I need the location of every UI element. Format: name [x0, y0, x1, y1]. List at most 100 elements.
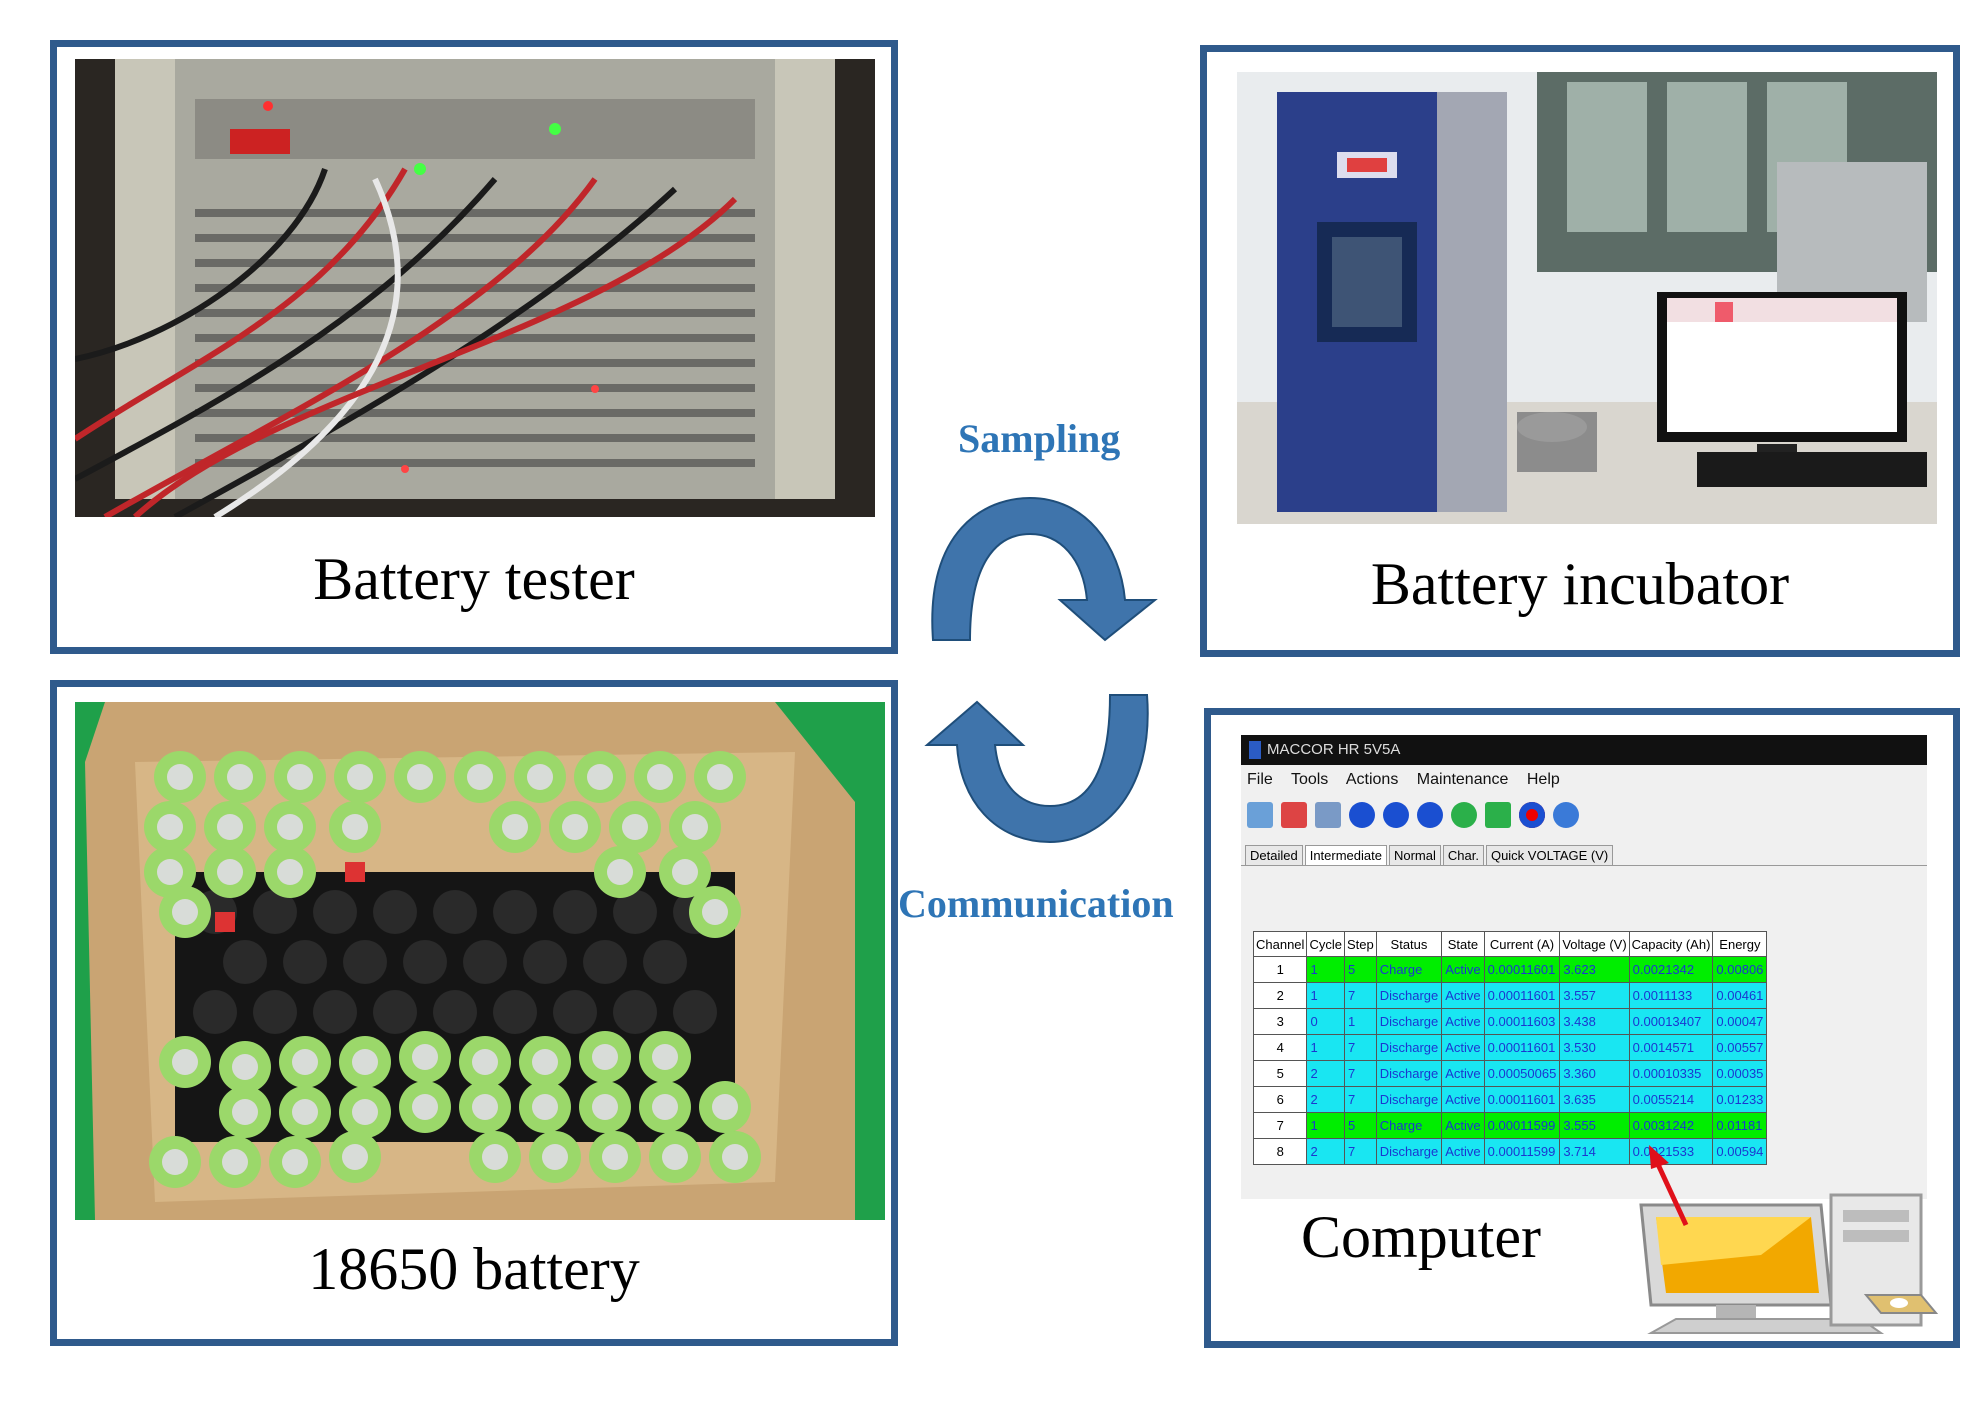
table-cell-current: 0.00011601	[1483, 982, 1561, 1009]
pause-icon[interactable]	[1383, 802, 1409, 828]
software-toolbar	[1241, 795, 1927, 835]
edit-icon[interactable]	[1247, 802, 1273, 828]
table-cell-voltage: 3.360	[1559, 1060, 1630, 1087]
table-cell-status: Discharge	[1375, 982, 1443, 1009]
menu-help[interactable]: Help	[1526, 771, 1560, 788]
sampling-arrow-icon	[931, 496, 1158, 642]
table-cell-step: 1	[1343, 1008, 1377, 1035]
graph-icon[interactable]	[1281, 802, 1307, 828]
computer-icon	[1621, 1185, 1941, 1340]
table-cell-capacity: 0.00010335	[1628, 1060, 1714, 1087]
panel-battery-tester: Battery tester	[50, 40, 898, 654]
resume-icon[interactable]	[1417, 802, 1443, 828]
table-cell-status: Discharge	[1375, 1086, 1443, 1113]
table-cell-channel: 6	[1252, 1086, 1308, 1113]
table-cell-capacity: 0.0031242	[1628, 1112, 1714, 1139]
table-cell-energy: 0.00461	[1712, 982, 1768, 1009]
menu-tools[interactable]: Tools	[1290, 771, 1329, 788]
table-cell-channel: 1	[1252, 956, 1308, 983]
table-cell-voltage: 3.714	[1559, 1138, 1630, 1165]
menu-actions[interactable]: Actions	[1345, 771, 1399, 788]
table-cell-cycle: 0	[1306, 1008, 1345, 1035]
table-cell-voltage: 3.555	[1559, 1112, 1630, 1139]
table-cell-status: Discharge	[1375, 1034, 1443, 1061]
table-cell-current: 0.00011601	[1483, 956, 1561, 983]
table-cell-channel: 3	[1252, 1008, 1308, 1035]
column-header[interactable]: State	[1441, 931, 1485, 957]
sync-icon[interactable]	[1485, 802, 1511, 828]
table-cell-state: Active	[1441, 956, 1485, 983]
table-cell-capacity: 0.00013407	[1628, 1008, 1714, 1035]
table-cell-step: 7	[1343, 1060, 1377, 1087]
table-cell-voltage: 3.635	[1559, 1086, 1630, 1113]
table-cell-energy: 0.00557	[1712, 1034, 1768, 1061]
table-cell-cycle: 1	[1306, 1112, 1345, 1139]
table-cell-voltage: 3.438	[1559, 1008, 1630, 1035]
table-cell-status: Discharge	[1375, 1138, 1443, 1165]
tab-char[interactable]: Char.	[1442, 845, 1484, 865]
table-cell-current: 0.00011603	[1483, 1008, 1561, 1035]
battery-tester-photo	[75, 59, 875, 517]
table-cell-capacity: 0.0011133	[1628, 982, 1714, 1009]
maccor-logo-icon	[1249, 741, 1261, 760]
table-cell-step: 7	[1343, 1034, 1377, 1061]
table-cell-cycle: 1	[1306, 982, 1345, 1009]
column-header[interactable]: Step	[1343, 931, 1377, 957]
table-cell-voltage: 3.530	[1559, 1034, 1630, 1061]
list-icon[interactable]	[1315, 802, 1341, 828]
18650-battery-caption: 18650 battery	[308, 1236, 640, 1302]
stop-icon[interactable]	[1519, 802, 1545, 828]
table-cell-channel: 4	[1252, 1034, 1308, 1061]
computer-caption: Computer	[1301, 1204, 1541, 1270]
tab-normal[interactable]: Normal	[1388, 845, 1441, 865]
table-cell-energy: 0.01181	[1712, 1112, 1768, 1139]
play-icon[interactable]	[1349, 802, 1375, 828]
table-cell-channel: 7	[1252, 1112, 1308, 1139]
table-cell-step: 7	[1343, 1086, 1377, 1113]
column-header[interactable]: Cycle	[1306, 931, 1345, 957]
tab-intermediate[interactable]: Intermediate	[1304, 845, 1387, 865]
table-cell-state: Active	[1441, 1008, 1485, 1035]
tab-quick-voltage[interactable]: Quick VOLTAGE (V)	[1485, 845, 1614, 865]
table-cell-channel: 2	[1252, 982, 1308, 1009]
column-header[interactable]: Channel	[1252, 931, 1308, 957]
table-cell-cycle: 2	[1306, 1086, 1345, 1113]
menu-maintenance[interactable]: Maintenance	[1416, 771, 1509, 788]
table-cell-step: 7	[1343, 1138, 1377, 1165]
column-header[interactable]: Current (A)	[1483, 931, 1561, 957]
column-header[interactable]: Capacity (Ah)	[1628, 931, 1714, 957]
table-cell-cycle: 2	[1306, 1138, 1345, 1165]
menu-file[interactable]: File	[1247, 771, 1273, 788]
table-cell-status: Charge	[1375, 1112, 1443, 1139]
software-tabs: Detailed Intermediate Normal Char. Quick…	[1241, 835, 1927, 866]
communication-label: Communication	[898, 881, 1174, 926]
table-cell-energy: 0.01233	[1712, 1086, 1768, 1113]
table-cell-status: Discharge	[1375, 1060, 1443, 1087]
software-menu-bar: File Tools Actions Maintenance Help	[1241, 765, 1927, 795]
refresh-icon[interactable]	[1451, 802, 1477, 828]
table-cell-status: Charge	[1375, 956, 1443, 983]
help-icon[interactable]	[1553, 802, 1579, 828]
table-cell-step: 7	[1343, 982, 1377, 1009]
maccor-software-window: MACCOR HR 5V5A File Tools Actions Mainte…	[1241, 735, 1927, 1199]
table-cell-capacity: 0.0014571	[1628, 1034, 1714, 1061]
column-header[interactable]: Energy	[1712, 931, 1768, 957]
table-cell-state: Active	[1441, 1138, 1485, 1165]
communication-arrow-icon	[924, 694, 1149, 844]
table-cell-energy: 0.00035	[1712, 1060, 1768, 1087]
tab-detailed[interactable]: Detailed	[1245, 845, 1303, 865]
battery-tester-caption: Battery tester	[313, 546, 635, 612]
table-cell-state: Active	[1441, 982, 1485, 1009]
battery-incubator-photo	[1237, 72, 1937, 524]
table-cell-channel: 8	[1252, 1138, 1308, 1165]
column-header[interactable]: Voltage (V)	[1559, 931, 1630, 957]
column-header[interactable]: Status	[1375, 931, 1443, 957]
